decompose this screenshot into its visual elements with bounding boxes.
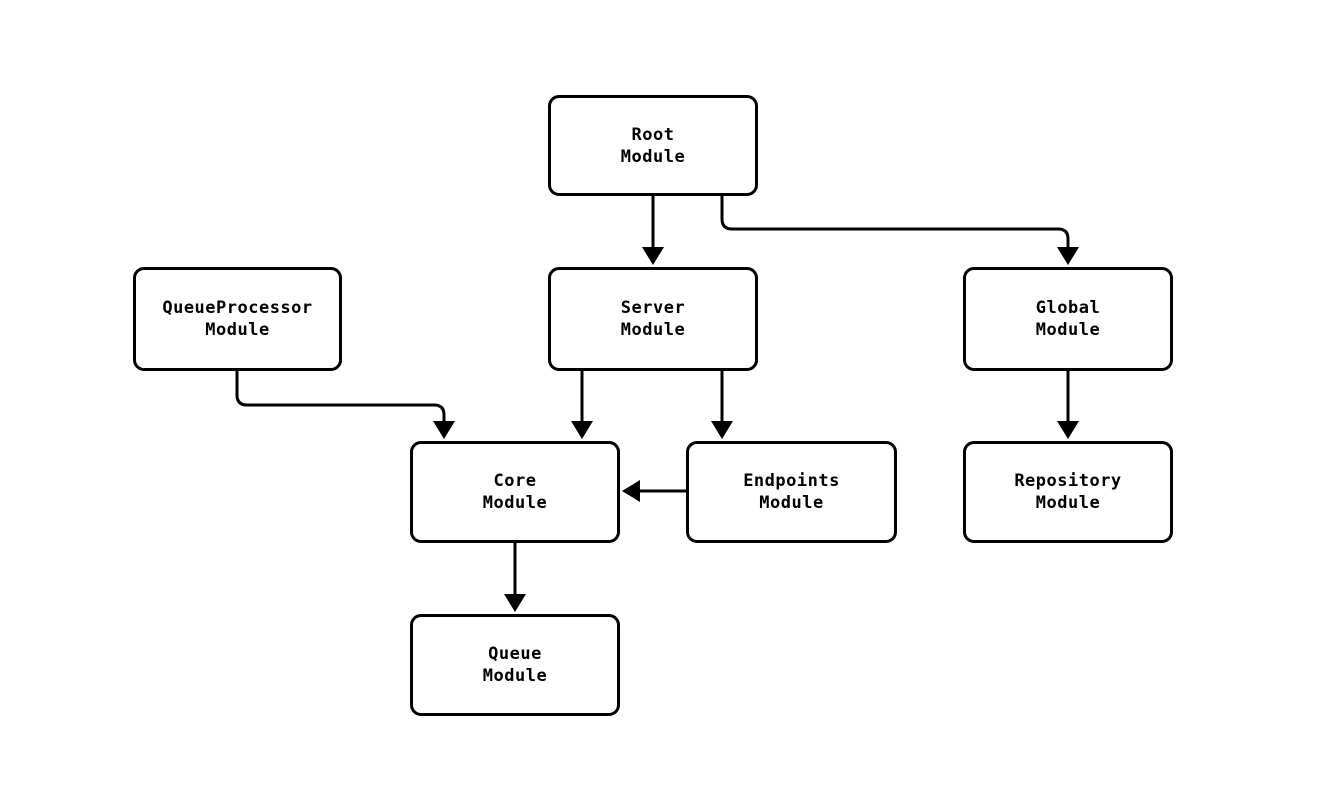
node-server-line2: Module xyxy=(620,320,686,340)
node-core-line2: Module xyxy=(482,493,548,513)
node-core[interactable]: Core Module xyxy=(410,441,620,543)
node-queueprocessor-line1: QueueProcessor xyxy=(162,298,313,318)
node-server-line1: Server xyxy=(620,298,686,318)
node-endpoints-line2: Module xyxy=(759,493,824,513)
node-endpoints-line1: Endpoints xyxy=(743,471,840,491)
node-server[interactable]: Server Module xyxy=(548,267,758,371)
node-queueprocessor-line2: Module xyxy=(205,320,270,340)
node-root-line1: Root xyxy=(631,124,675,145)
arrowhead-endpoints-to-core xyxy=(622,480,640,502)
node-global-line1: Global xyxy=(1035,298,1101,318)
arrowhead-server-to-core xyxy=(571,421,593,439)
arrowhead-root-to-global xyxy=(1057,247,1079,265)
arrowhead-core-to-queue xyxy=(504,594,526,612)
node-queue[interactable]: Queue Module xyxy=(410,614,620,716)
node-queue-line2: Module xyxy=(482,666,548,686)
node-core-line1: Core xyxy=(493,471,537,491)
arrowhead-root-to-server xyxy=(642,247,664,265)
arrowhead-global-to-repository xyxy=(1057,421,1079,439)
node-global[interactable]: Global Module xyxy=(963,267,1173,371)
node-queue-line1: Queue xyxy=(488,644,542,664)
node-queueprocessor[interactable]: QueueProcessor Module xyxy=(133,267,342,371)
node-repository-line2: Module xyxy=(1035,493,1101,513)
node-repository-line1: Repository xyxy=(1014,471,1122,491)
arrowhead-server-to-endpoints xyxy=(711,421,733,439)
edge-root-to-global xyxy=(720,196,1070,258)
edge-queueprocessor-to-core xyxy=(235,371,446,432)
node-root[interactable]: Root Module xyxy=(548,95,758,196)
node-root-line2: Module xyxy=(620,146,686,167)
arrowhead-queueprocessor-to-core xyxy=(433,421,455,439)
node-endpoints[interactable]: Endpoints Module xyxy=(686,441,897,543)
node-repository[interactable]: Repository Module xyxy=(963,441,1173,543)
node-global-line2: Module xyxy=(1035,320,1101,340)
